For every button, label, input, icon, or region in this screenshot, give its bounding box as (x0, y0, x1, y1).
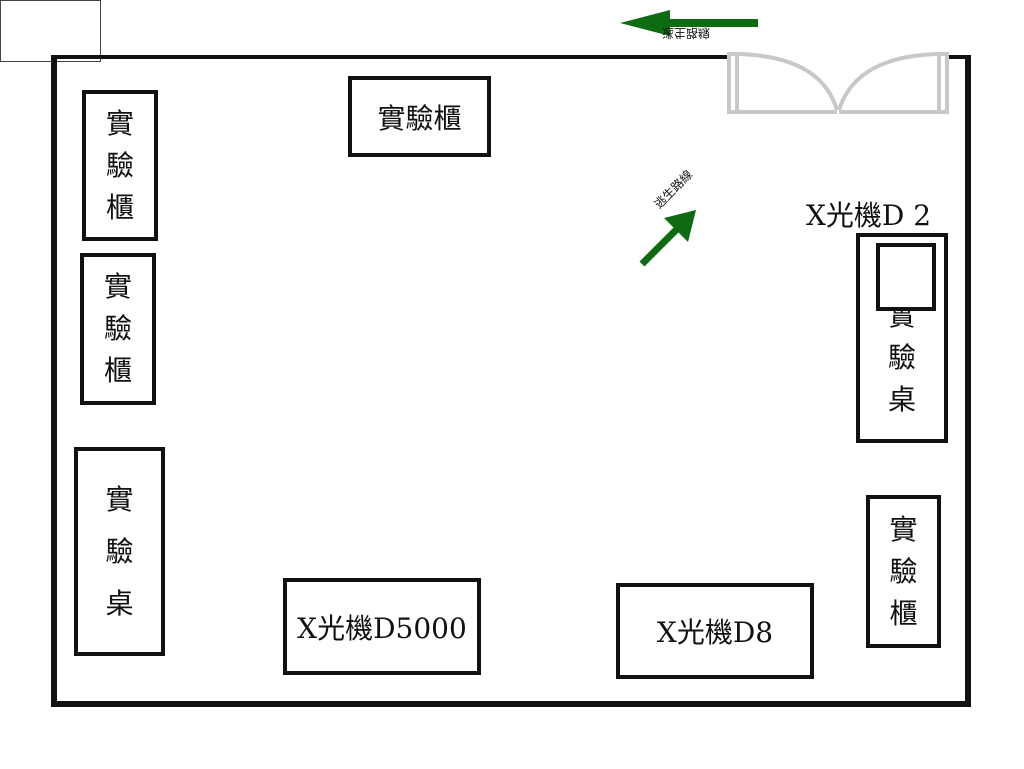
cabinet-right-label: 實驗櫃 (889, 512, 918, 630)
bench-left: 實驗桌 (74, 447, 165, 656)
xray-d8-label: X光機D8 (656, 616, 774, 649)
xray-d5000: X光機D5000 (283, 578, 481, 675)
cabinet-right: 實驗櫃 (866, 495, 941, 648)
cabinet-top: 實驗櫃 (348, 76, 491, 157)
cabinet-top-label: 實驗櫃 (377, 101, 462, 135)
bench-right-label: 實驗桌 (888, 299, 917, 416)
xray-d8: X光機D8 (616, 583, 814, 679)
door-icon (727, 52, 949, 114)
xray-d2-label: X光機D 2 (806, 199, 932, 232)
cabinet-left-1: 實驗櫃 (82, 90, 158, 241)
cabinet-left-2: 實驗櫃 (80, 253, 156, 405)
cabinet-left-1-label: 實驗櫃 (106, 106, 135, 224)
corner-box (0, 0, 101, 62)
cabinet-left-2-label: 實驗櫃 (104, 270, 133, 387)
escape-arrow-mid-icon (639, 210, 696, 267)
escape-label-top: 逃生路線 (662, 26, 711, 40)
bench-left-label: 實驗桌 (105, 482, 134, 620)
escape-arrow-top-icon (620, 10, 758, 36)
xray-d2-unit (876, 243, 936, 311)
xray-d5000-label: X光機D5000 (297, 611, 467, 645)
room-outline (51, 55, 971, 707)
